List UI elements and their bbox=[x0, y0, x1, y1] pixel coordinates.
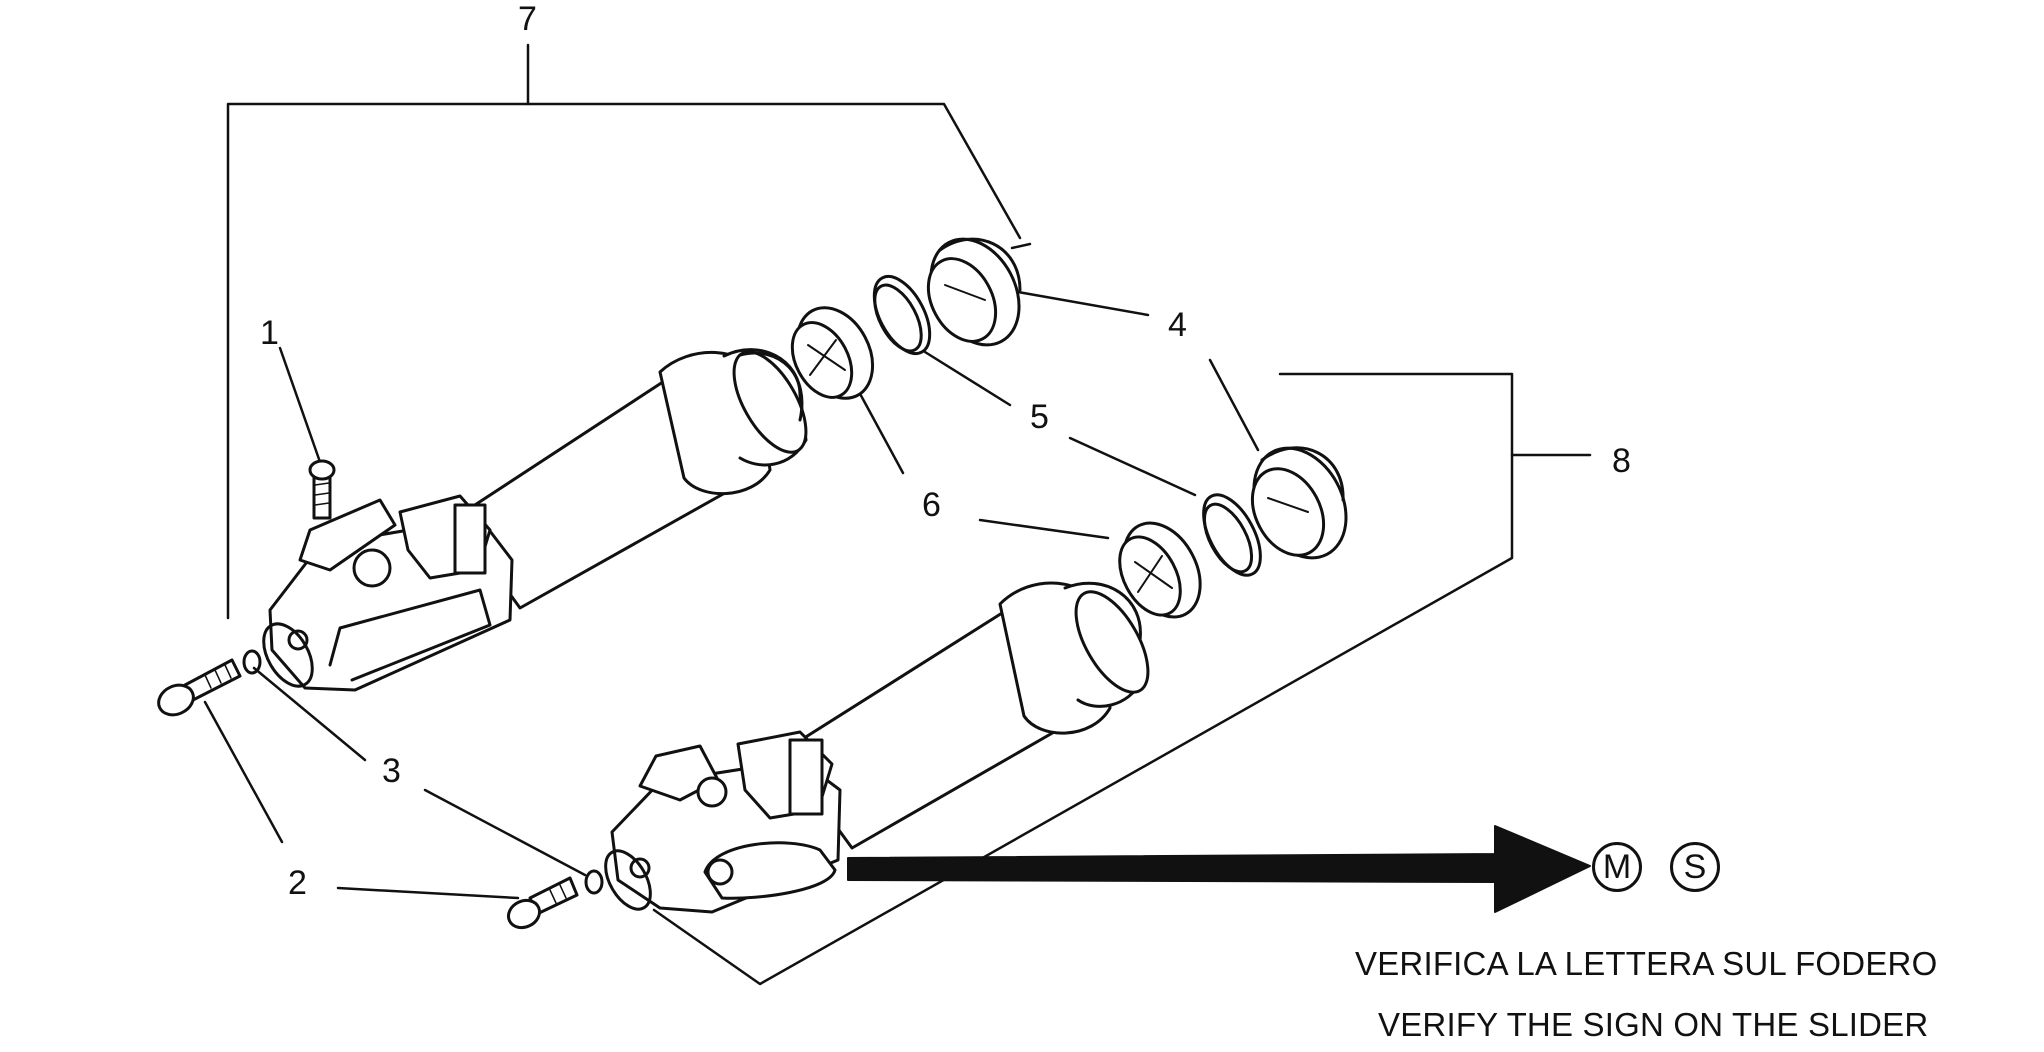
bolt-2-lower bbox=[506, 876, 579, 930]
lower-fork-leg bbox=[604, 581, 1150, 914]
lower-clip-5 bbox=[1202, 493, 1262, 577]
callout-6: 6 bbox=[922, 486, 941, 524]
mark-m-symbol: M bbox=[1592, 842, 1642, 892]
callout-3: 3 bbox=[382, 752, 401, 790]
lower-bushing-6 bbox=[1118, 521, 1202, 619]
upper-clip-5 bbox=[872, 275, 932, 355]
mark-s-symbol: S bbox=[1670, 842, 1720, 892]
oring-3-lower bbox=[584, 869, 604, 895]
callout-1: 1 bbox=[260, 314, 279, 352]
oring-3-upper bbox=[242, 649, 262, 675]
callout-8: 8 bbox=[1612, 442, 1631, 480]
lower-seal-4 bbox=[1250, 446, 1348, 560]
callout-4: 4 bbox=[1168, 306, 1187, 344]
upper-bushing-6 bbox=[790, 306, 875, 400]
callout-7: 7 bbox=[518, 0, 537, 38]
callout-5: 5 bbox=[1030, 398, 1049, 436]
arrow-icon bbox=[847, 825, 1591, 913]
note-english: VERIFY THE SIGN ON THE SLIDER bbox=[1378, 1006, 1929, 1043]
upper-seal-4 bbox=[926, 237, 1022, 347]
upper-fork-leg bbox=[262, 348, 808, 692]
bolt-1 bbox=[308, 459, 336, 520]
note-italian: VERIFICA LA LETTERA SUL FODERO bbox=[1355, 945, 1938, 982]
callout-2: 2 bbox=[288, 864, 307, 902]
bolt-2-upper bbox=[157, 658, 242, 717]
leader-lines bbox=[203, 43, 1592, 986]
